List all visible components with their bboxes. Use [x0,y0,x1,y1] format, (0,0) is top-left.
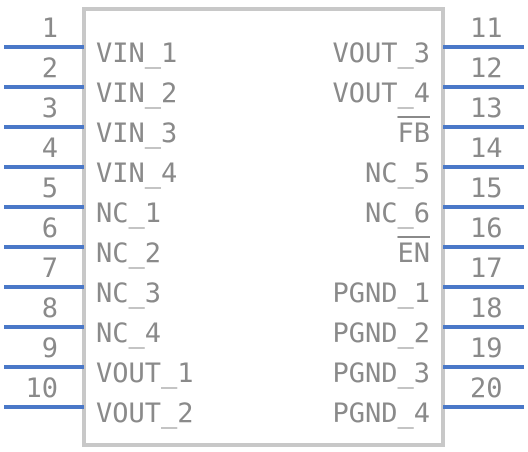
pin-name-19: PGND_3 [332,358,430,389]
pin-number-4: 4 [41,133,58,164]
pin-name-15: NC_6 [364,198,430,229]
pin-name-2: VIN_2 [96,78,178,109]
pin-number-11: 11 [470,13,503,44]
pin-number-13: 13 [470,93,503,124]
pin-number-3: 3 [41,93,58,124]
pin-number-16: 16 [470,213,503,244]
pin-name-17: PGND_1 [332,278,430,309]
pin-number-18: 18 [470,293,503,324]
pin-name-3: VIN_3 [96,118,178,149]
pin-number-2: 2 [41,53,58,84]
pin-number-17: 17 [470,253,503,284]
pin-name-4: VIN_4 [96,158,178,189]
pin-number-14: 14 [470,133,503,164]
ic-body [82,7,445,447]
pin-name-6: NC_2 [96,238,162,269]
pin-name-9: VOUT_1 [96,358,194,389]
pin-number-9: 9 [41,333,58,364]
pin-number-1: 1 [41,13,58,44]
pin-name-5: NC_1 [96,198,162,229]
pin-number-8: 8 [41,293,58,324]
pin-number-5: 5 [41,173,58,204]
pin-number-7: 7 [41,253,58,284]
pin-name-12: VOUT_4 [332,78,430,109]
pin-number-19: 19 [470,333,503,364]
pin-number-15: 15 [470,173,503,204]
pin-number-20: 20 [470,373,503,404]
pin-name-10: VOUT_2 [96,398,194,429]
pin-name-13: FB [397,118,430,149]
pin-number-10: 10 [25,373,58,404]
pin-number-6: 6 [41,213,58,244]
pin-number-12: 12 [470,53,503,84]
pin-name-11: VOUT_3 [332,38,430,69]
pin-name-16: EN [397,238,430,269]
pin-name-14: NC_5 [364,158,430,189]
pin-name-1: VIN_1 [96,38,178,69]
pin-name-7: NC_3 [96,278,162,309]
pin-name-8: NC_4 [96,318,162,349]
pin-name-18: PGND_2 [332,318,430,349]
pin-name-20: PGND_4 [332,398,430,429]
